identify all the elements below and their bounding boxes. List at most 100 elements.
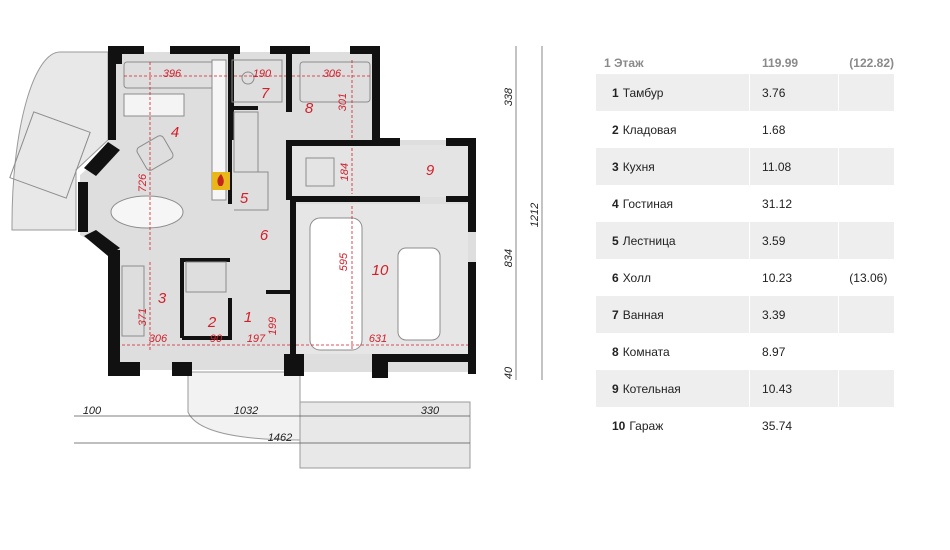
boiler-room-floor <box>290 145 476 197</box>
room-area: 31.12 <box>749 185 839 222</box>
terrace <box>11 51 109 231</box>
inner-dimension: 726 <box>137 173 149 192</box>
room-number-label: 7 <box>261 85 270 102</box>
inner-dimension: 595 <box>338 252 350 271</box>
room-area: 1.68 <box>749 111 839 148</box>
room-name: Ванная <box>622 307 664 322</box>
room-area: 3.59 <box>749 222 839 259</box>
inner-dimension: 197 <box>247 333 266 345</box>
room-area-extra <box>838 74 894 111</box>
inner-dimension: 371 <box>137 308 149 326</box>
room-number: 8 <box>612 344 619 359</box>
room-number: 4 <box>612 196 619 211</box>
room-area: 3.76 <box>749 74 839 111</box>
room-area: 8.97 <box>749 333 839 370</box>
outer-dimension: 834 <box>503 249 515 267</box>
room-name: Кухня <box>622 159 655 174</box>
room-area-extra <box>838 370 894 407</box>
inner-walls <box>180 52 470 372</box>
inner-dimension: 306 <box>149 333 168 345</box>
table-header-row: 1 Этаж 119.99 (122.82) <box>596 52 894 74</box>
floor-area: 119.99 <box>749 52 839 74</box>
room-number: 10 <box>612 418 626 433</box>
inner-dimension: 631 <box>369 333 387 345</box>
room-area: 10.23 <box>749 259 839 296</box>
room-area: 10.43 <box>749 370 839 407</box>
room-number: 3 <box>612 159 619 174</box>
furniture <box>9 59 441 351</box>
room-area-extra <box>838 185 894 222</box>
room-name: Холл <box>622 270 651 285</box>
inner-dimension: 190 <box>253 68 272 80</box>
room-area-extra <box>838 296 894 333</box>
room-area-extra <box>838 333 894 370</box>
inner-dimension: 184 <box>339 163 351 181</box>
room-area: 3.39 <box>749 296 839 333</box>
room-number: 7 <box>612 307 619 322</box>
room-name: Гараж <box>629 418 664 433</box>
outer-dimension: 1032 <box>234 405 258 417</box>
room-number-label: 1 <box>244 309 252 326</box>
driveway <box>299 401 471 469</box>
outer-dimension: 1462 <box>268 432 292 444</box>
room-area: 35.74 <box>749 407 839 444</box>
inner-dimension: 301 <box>337 93 349 111</box>
room-number-label: 4 <box>171 124 179 141</box>
inner-dimension: 306 <box>323 68 342 80</box>
room-number-label: 3 <box>158 290 167 307</box>
inner-dimension: 199 <box>267 317 279 335</box>
room-number: 9 <box>612 381 619 396</box>
outer-dimension: 330 <box>421 405 440 417</box>
outer-dimension: 40 <box>503 366 515 379</box>
outer-dimension: 100 <box>83 405 102 417</box>
room-name: Комната <box>622 344 670 359</box>
inner-dimension: 90 <box>210 333 223 345</box>
room-name: Котельная <box>622 381 681 396</box>
room-area-extra <box>838 407 894 444</box>
room-area-extra <box>838 148 894 185</box>
room-area: 11.08 <box>749 148 839 185</box>
room-number-label: 6 <box>260 227 269 244</box>
room-number-label: 9 <box>426 162 435 179</box>
room-name: Гостиная <box>622 196 674 211</box>
flame-icon <box>217 174 224 186</box>
room-name: Кладовая <box>622 122 677 137</box>
room-number-label: 8 <box>305 100 314 117</box>
room-number: 2 <box>612 122 619 137</box>
walls <box>78 46 476 378</box>
room-number-label: 5 <box>240 190 249 207</box>
outer-dimension: 338 <box>503 87 515 106</box>
floor-name: 1 Этаж <box>604 56 644 70</box>
outer-dim-lines <box>74 46 543 444</box>
room-area-extra: (13.06) <box>838 259 894 296</box>
room-area-extra <box>838 111 894 148</box>
room-name: Лестница <box>622 233 676 248</box>
room-number-label: 2 <box>207 314 217 331</box>
inner-dim-lines <box>122 60 468 352</box>
room-number: 1 <box>612 85 619 100</box>
room-number: 5 <box>612 233 619 248</box>
room-number-label: 10 <box>372 262 389 279</box>
floor-area-extra: (122.82) <box>838 52 894 74</box>
room-number: 6 <box>612 270 619 285</box>
